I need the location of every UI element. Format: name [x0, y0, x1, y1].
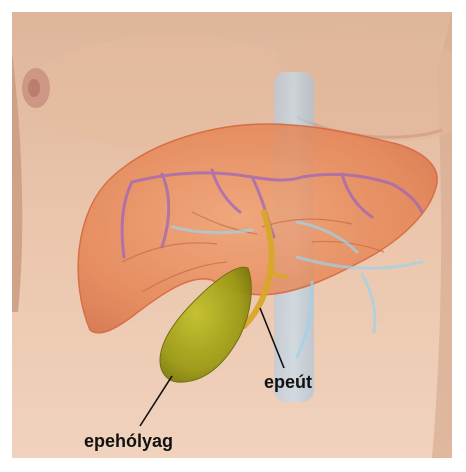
nipple-center — [28, 79, 40, 97]
anatomy-illustration — [12, 12, 452, 458]
bile-duct-label: epeút — [264, 373, 312, 391]
gallbladder-label: epehólyag — [84, 432, 173, 450]
